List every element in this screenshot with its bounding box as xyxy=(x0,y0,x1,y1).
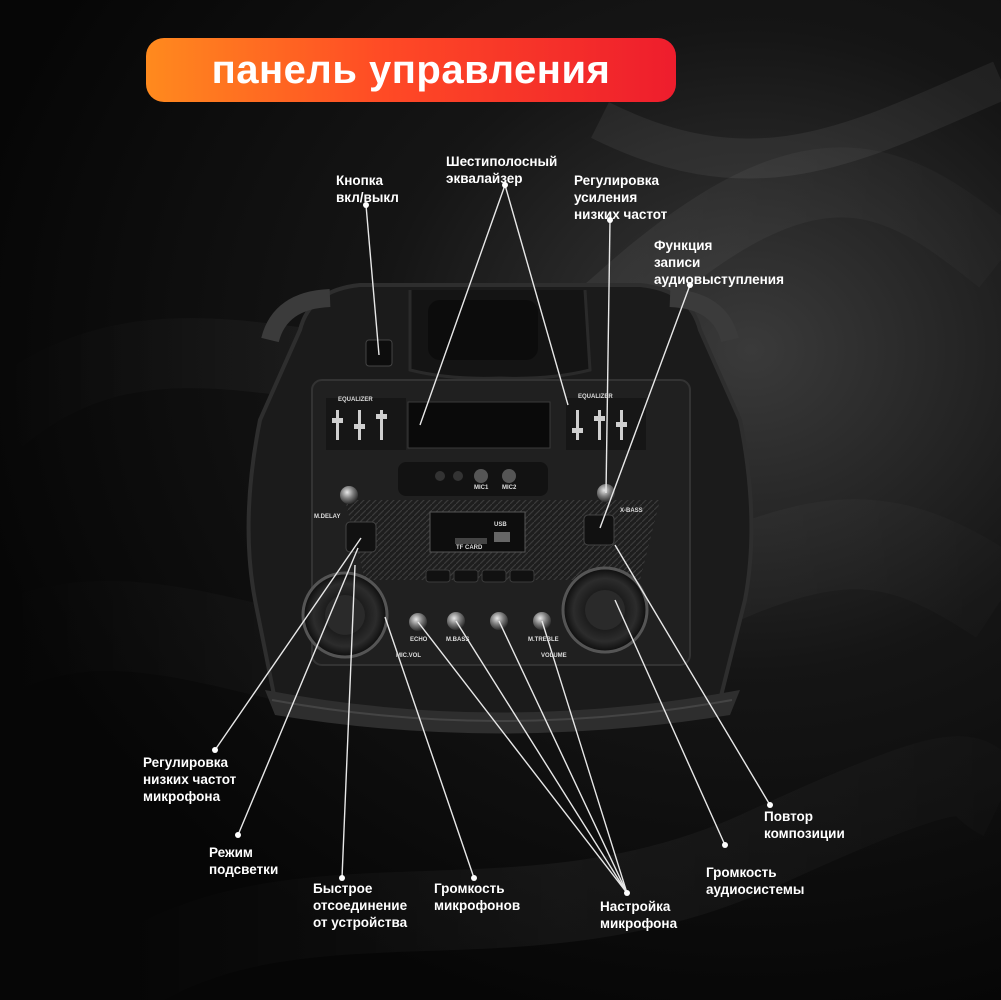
title-banner: панель управления xyxy=(146,38,676,102)
mdelay-marking: M.DELAY xyxy=(314,514,341,520)
callout-bass-boost: Регулировка усиления низких частот xyxy=(574,173,668,222)
xbass-marking: X-BASS xyxy=(620,508,643,514)
banner-title: панель управления xyxy=(211,47,611,92)
callout-recording: Функция записи аудиовыступления xyxy=(654,238,784,287)
usb-marking: USB xyxy=(494,522,507,528)
callout-power-button: Кнопка вкл/выкл xyxy=(336,173,399,205)
mic1-marking: MIC1 xyxy=(474,485,489,491)
eq-left-marking: EQUALIZER xyxy=(338,397,373,403)
mic2-marking: MIC2 xyxy=(502,485,517,491)
callout-quick-disconnect: Быстрое отсоединение от устройства xyxy=(313,881,408,930)
eq-right-marking: EQUALIZER xyxy=(578,394,613,400)
volume-marking: VOLUME xyxy=(541,653,567,659)
callout-repeat: Повтор композиции xyxy=(764,809,845,841)
callout-mic-bass: Регулировка низких частот микрофона xyxy=(143,755,237,804)
callout-system-volume: Громкость аудиосистемы xyxy=(706,865,805,897)
mbass-marking: M.BASS xyxy=(446,637,470,643)
callout-mic-setup: Настройка микрофона xyxy=(600,899,678,931)
callout-mic-volume: Громкость микрофонов xyxy=(434,881,521,913)
echo-marking: ECHO xyxy=(410,637,428,643)
mtreble-marking: M.TREBLE xyxy=(528,637,559,643)
micvol-marking: MIC.VOL xyxy=(396,653,421,659)
tfcard-marking: TF CARD xyxy=(456,545,483,551)
callout-six-band-eq: Шестиполосный эквалайзер xyxy=(446,154,558,186)
callout-light-mode: Режим подсветки xyxy=(209,845,279,877)
